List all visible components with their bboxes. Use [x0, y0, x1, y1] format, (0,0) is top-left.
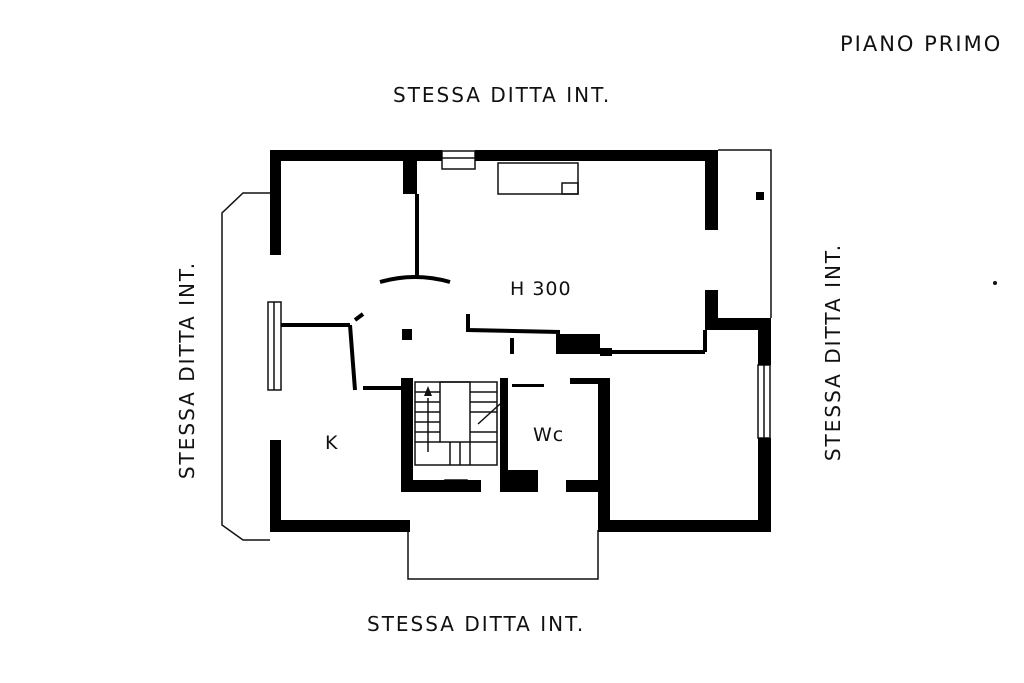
partitions [281, 194, 707, 391]
neighbor-right-label: STESSA DITTA INT. [821, 242, 846, 462]
counter-sink [561, 182, 579, 195]
neighbor-left-label: STESSA DITTA INT. [175, 260, 200, 480]
bathroom-label: Wc [533, 424, 565, 446]
stair-well [439, 381, 471, 443]
stair-break-line [477, 403, 501, 425]
bottom-balcony-outline [407, 530, 599, 580]
floor-title: PIANO PRIMO [840, 32, 1003, 56]
stair-arrow-head [424, 386, 432, 396]
living-room-label: H 300 [510, 278, 572, 300]
stair-treads [415, 391, 497, 465]
walls [270, 150, 771, 532]
top-window [441, 150, 476, 170]
kitchen-label: K [325, 432, 339, 454]
thin-outlines [221, 149, 772, 580]
neighbor-bottom-label: STESSA DITTA INT. [367, 612, 586, 636]
neighbor-top-label: STESSA DITTA INT. [393, 83, 612, 107]
kitchen-counter [497, 162, 579, 195]
right-terrace-outline [718, 149, 772, 318]
stray-mark [993, 281, 997, 285]
left-bay-outline [221, 192, 270, 541]
